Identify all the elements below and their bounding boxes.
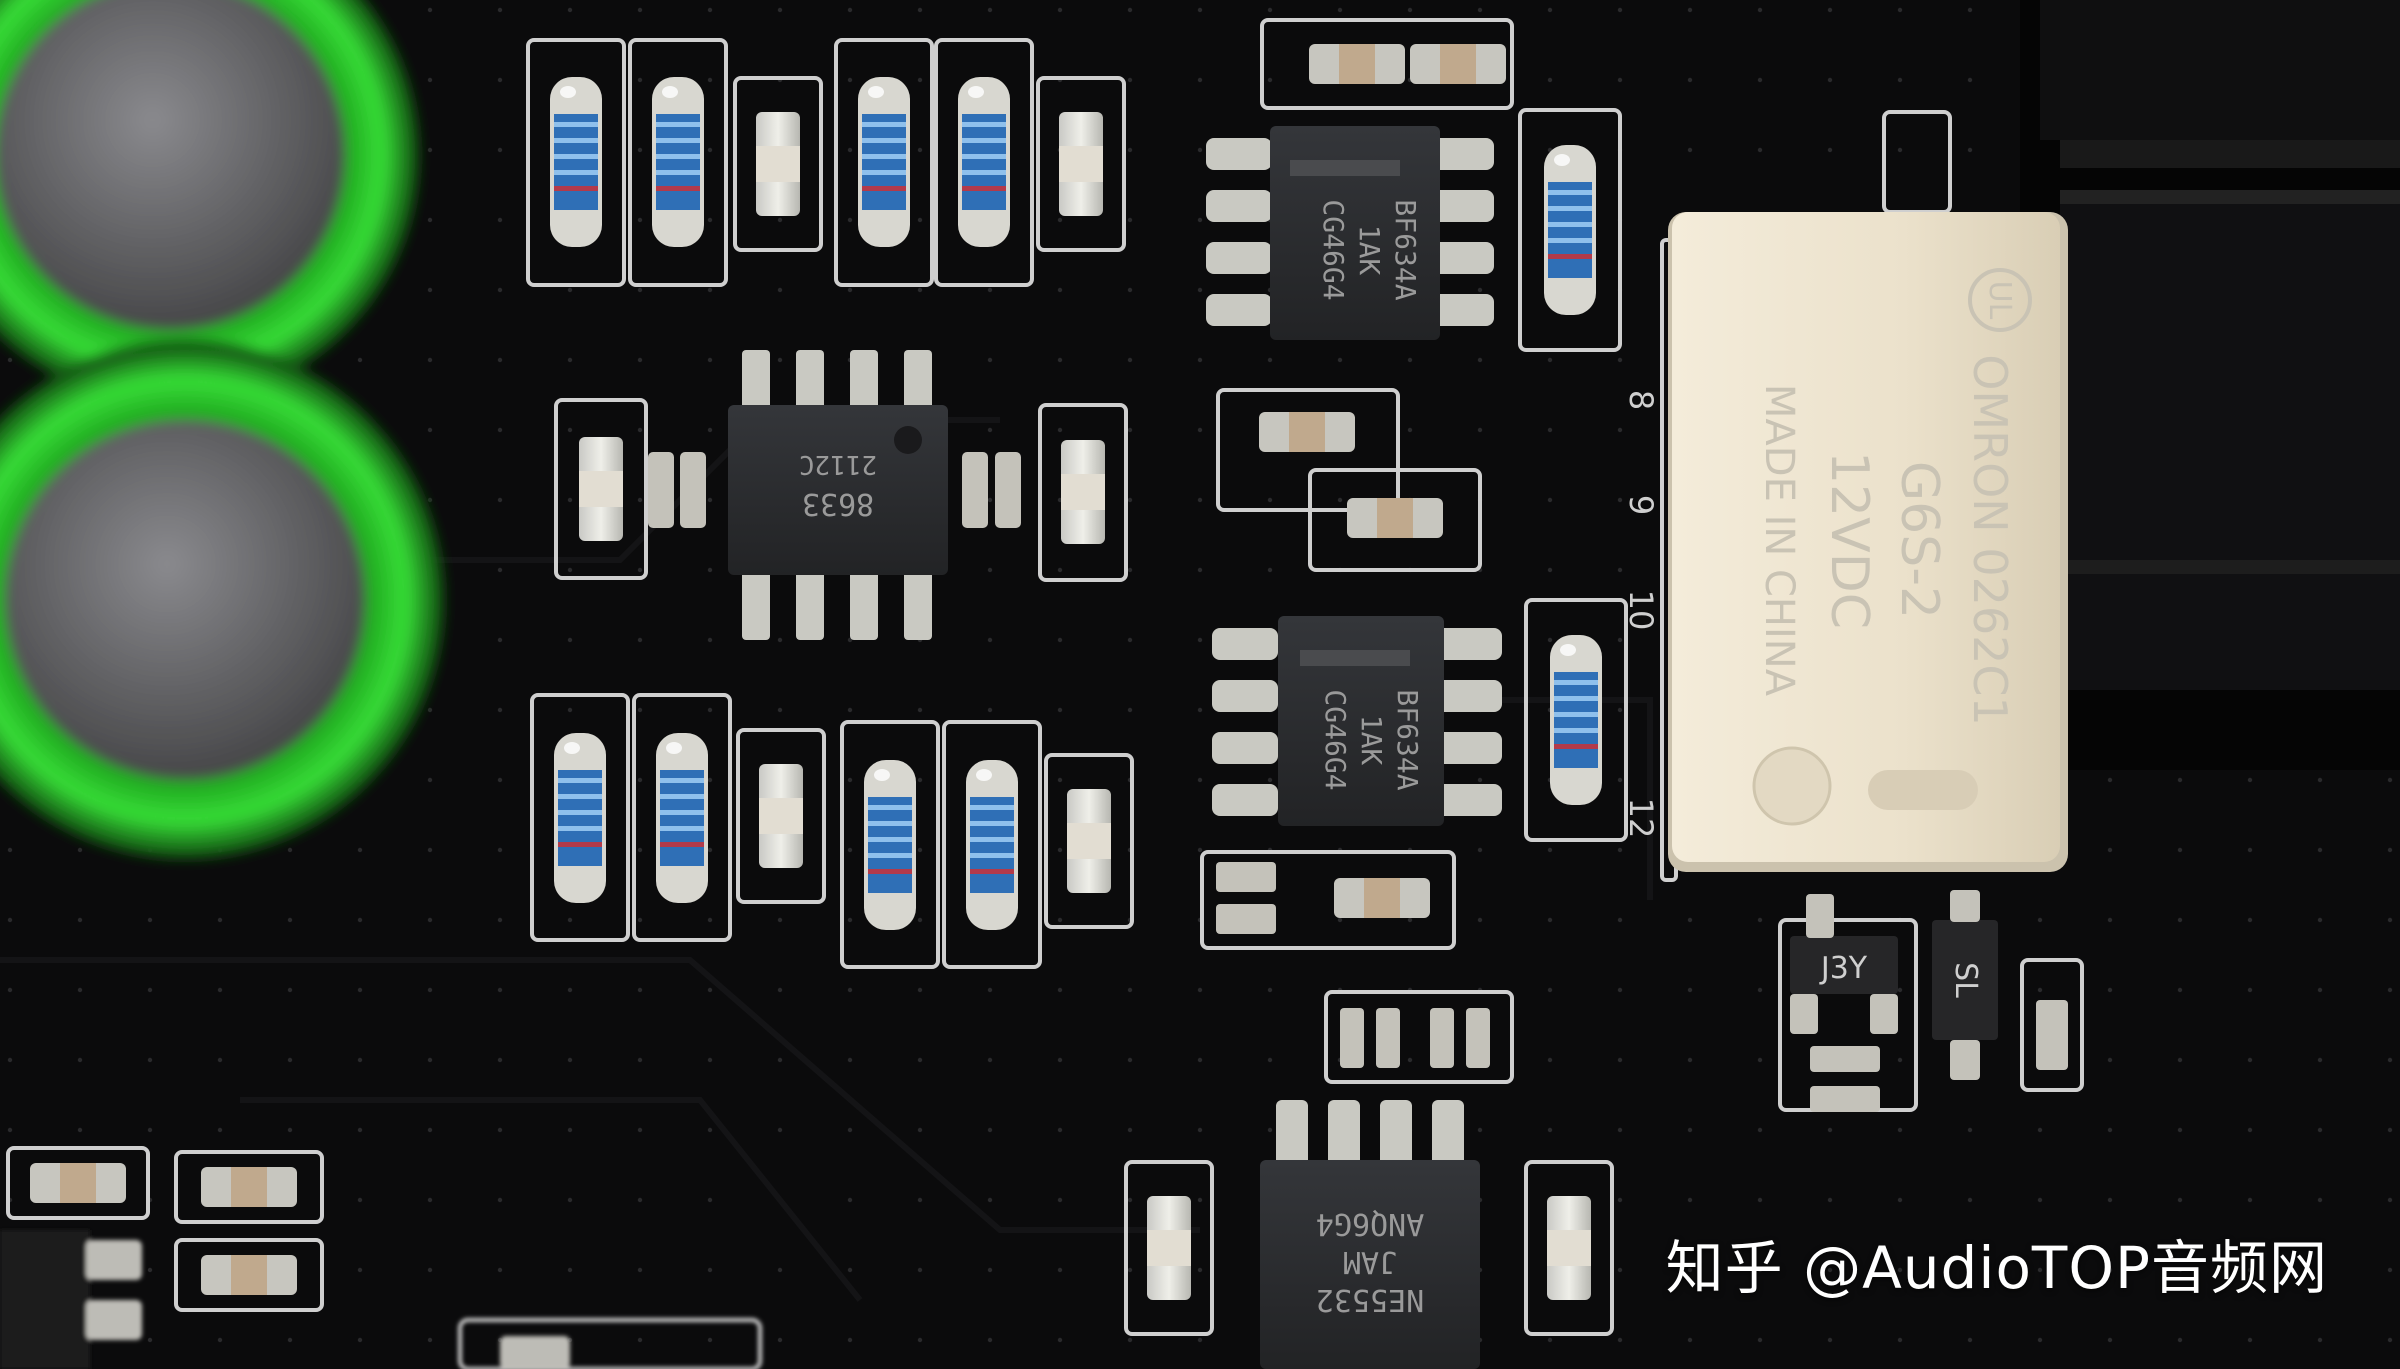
ic-u2-line1: BF634A: [1389, 199, 1422, 300]
ic-u4-line2: JAM: [1343, 1244, 1397, 1279]
ic-u4-line3: ANQ6G4: [1316, 1206, 1424, 1241]
relay-line4: MADE IN CHINA: [1756, 384, 1802, 697]
pin-labels: 8 9 10 12: [1622, 390, 1660, 839]
relay-line1: OMRON 0262C1: [1963, 354, 2017, 726]
bottom-left-parts: [0, 1230, 762, 1369]
ic-u2-line3: CG46G4: [1317, 199, 1350, 300]
relay-ul-mark: UL: [1982, 281, 2017, 320]
ic-u4: NE5532 JAM ANQ6G4: [1260, 1100, 1480, 1369]
pin-label-9: 9: [1622, 495, 1660, 515]
ic-u1-line2: 2112C: [799, 449, 877, 479]
watermark: 知乎 @AudioTOP音频网: [1665, 1234, 2328, 1302]
relay: OMRON 0262C1 G6S-2 12VDC MADE IN CHINA U…: [1668, 212, 2068, 872]
ic-u3-line1: BF634A: [1391, 689, 1424, 790]
ic-u4-line1: NE5532: [1316, 1282, 1424, 1317]
pin-label-8: 8: [1622, 390, 1660, 410]
ic-u3: BF634A 1AK CG46G4: [1212, 616, 1502, 826]
sot2-mark: SL: [1948, 962, 1983, 998]
ic-u3-line2: 1AK: [1355, 715, 1388, 766]
ic-u1-line1: 8633: [802, 486, 874, 521]
ic-u2-line2: 1AK: [1353, 225, 1386, 276]
ic-u2: BF634A 1AK CG46G4: [1206, 126, 1494, 340]
electrolytic-capacitors: [0, 0, 445, 860]
ic-u1: 8633 2112C: [728, 350, 948, 640]
pin-label-12: 12: [1622, 798, 1660, 839]
sot-parts: J3Y SL: [1790, 890, 2068, 1112]
pin-label-10: 10: [1622, 590, 1660, 631]
relay-line2: G6S-2: [1889, 461, 1949, 619]
relay-line3: 12VDC: [1819, 451, 1879, 629]
chip-capacitors: [30, 44, 1591, 1300]
heatsink: [2020, 0, 2400, 770]
sot1-mark: J3Y: [1819, 951, 1868, 986]
ic-u3-line3: CG46G4: [1319, 689, 1352, 790]
silkscreen-outlines: [6, 18, 2084, 1336]
